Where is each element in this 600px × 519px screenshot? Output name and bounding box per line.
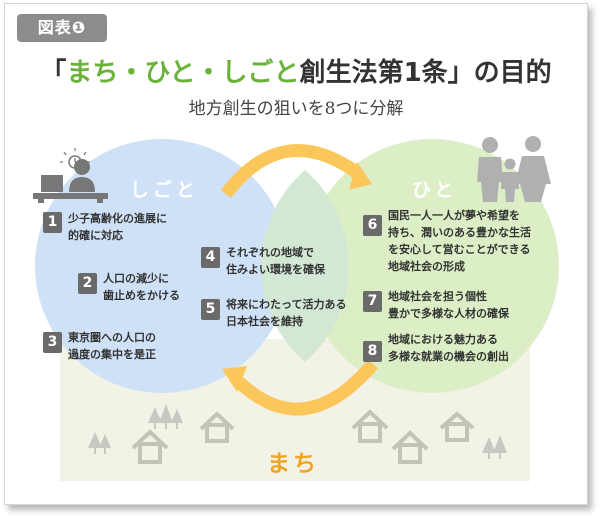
item-text: 東京圏への人口の 過度の集中を是正	[68, 331, 156, 361]
item-number: 1	[43, 212, 62, 233]
item-number: 4	[201, 247, 220, 268]
item-number: 6	[363, 215, 382, 236]
hito-label: ひと	[412, 179, 458, 201]
arrow-bottom	[234, 359, 378, 416]
item-text: 人口の減少に 歯止めをかける	[103, 272, 180, 302]
title-bracket-close: 」の目的	[447, 58, 552, 88]
figure-title: 「まち・ひと・しごと創生法第1条」の目的	[5, 52, 587, 89]
office-worker-icon	[33, 148, 108, 203]
shigoto-label: しごと	[130, 179, 200, 201]
item-text: それぞれの地域で 住みよい環境を確保	[226, 246, 325, 276]
machi-label: まち	[267, 451, 319, 477]
figure-subtitle: 地方創生の狙いを8つに分解	[188, 99, 404, 119]
item-number: 8	[363, 341, 382, 362]
diagram-graphics	[33, 136, 559, 481]
item-text: 地域社会を担う個性 豊かで多様な人材の確保	[388, 290, 509, 320]
item-number: 3	[43, 332, 62, 353]
arrow-top	[220, 144, 360, 198]
item-text: 地域における魅力ある 多様な就業の機会の創出	[388, 333, 509, 363]
figure-card: 図表❶ 「まち・ひと・しごと創生法第1条」の目的 地方創生の狙いを8つに分解	[4, 3, 588, 505]
item-number: 5	[201, 299, 220, 320]
title-rest: 創生法第1条	[299, 58, 448, 88]
arrow-bottom-head	[222, 366, 247, 392]
item-number: 2	[78, 273, 97, 294]
circle-overlap	[261, 170, 349, 362]
title-bracket-open: 「	[40, 58, 67, 88]
tree-icon	[88, 404, 507, 459]
arrow-top-head	[349, 162, 372, 190]
house-icon	[131, 409, 475, 464]
item-text: 国民一人一人が夢や希望を 持ち、潤いのある豊かな生活 を安心して営むことができる…	[388, 209, 531, 273]
title-green-part: まち・ひと・しごと	[66, 58, 300, 88]
item-text: 将来にわたって活力ある 日本社会を維持	[226, 298, 347, 328]
figure-badge: 図表❶	[17, 14, 107, 42]
hito-circle	[305, 139, 559, 393]
item-number: 7	[363, 291, 382, 312]
item-text: 少子高齢化の進展に 的確に対応	[68, 212, 167, 242]
family-icon	[477, 136, 551, 202]
